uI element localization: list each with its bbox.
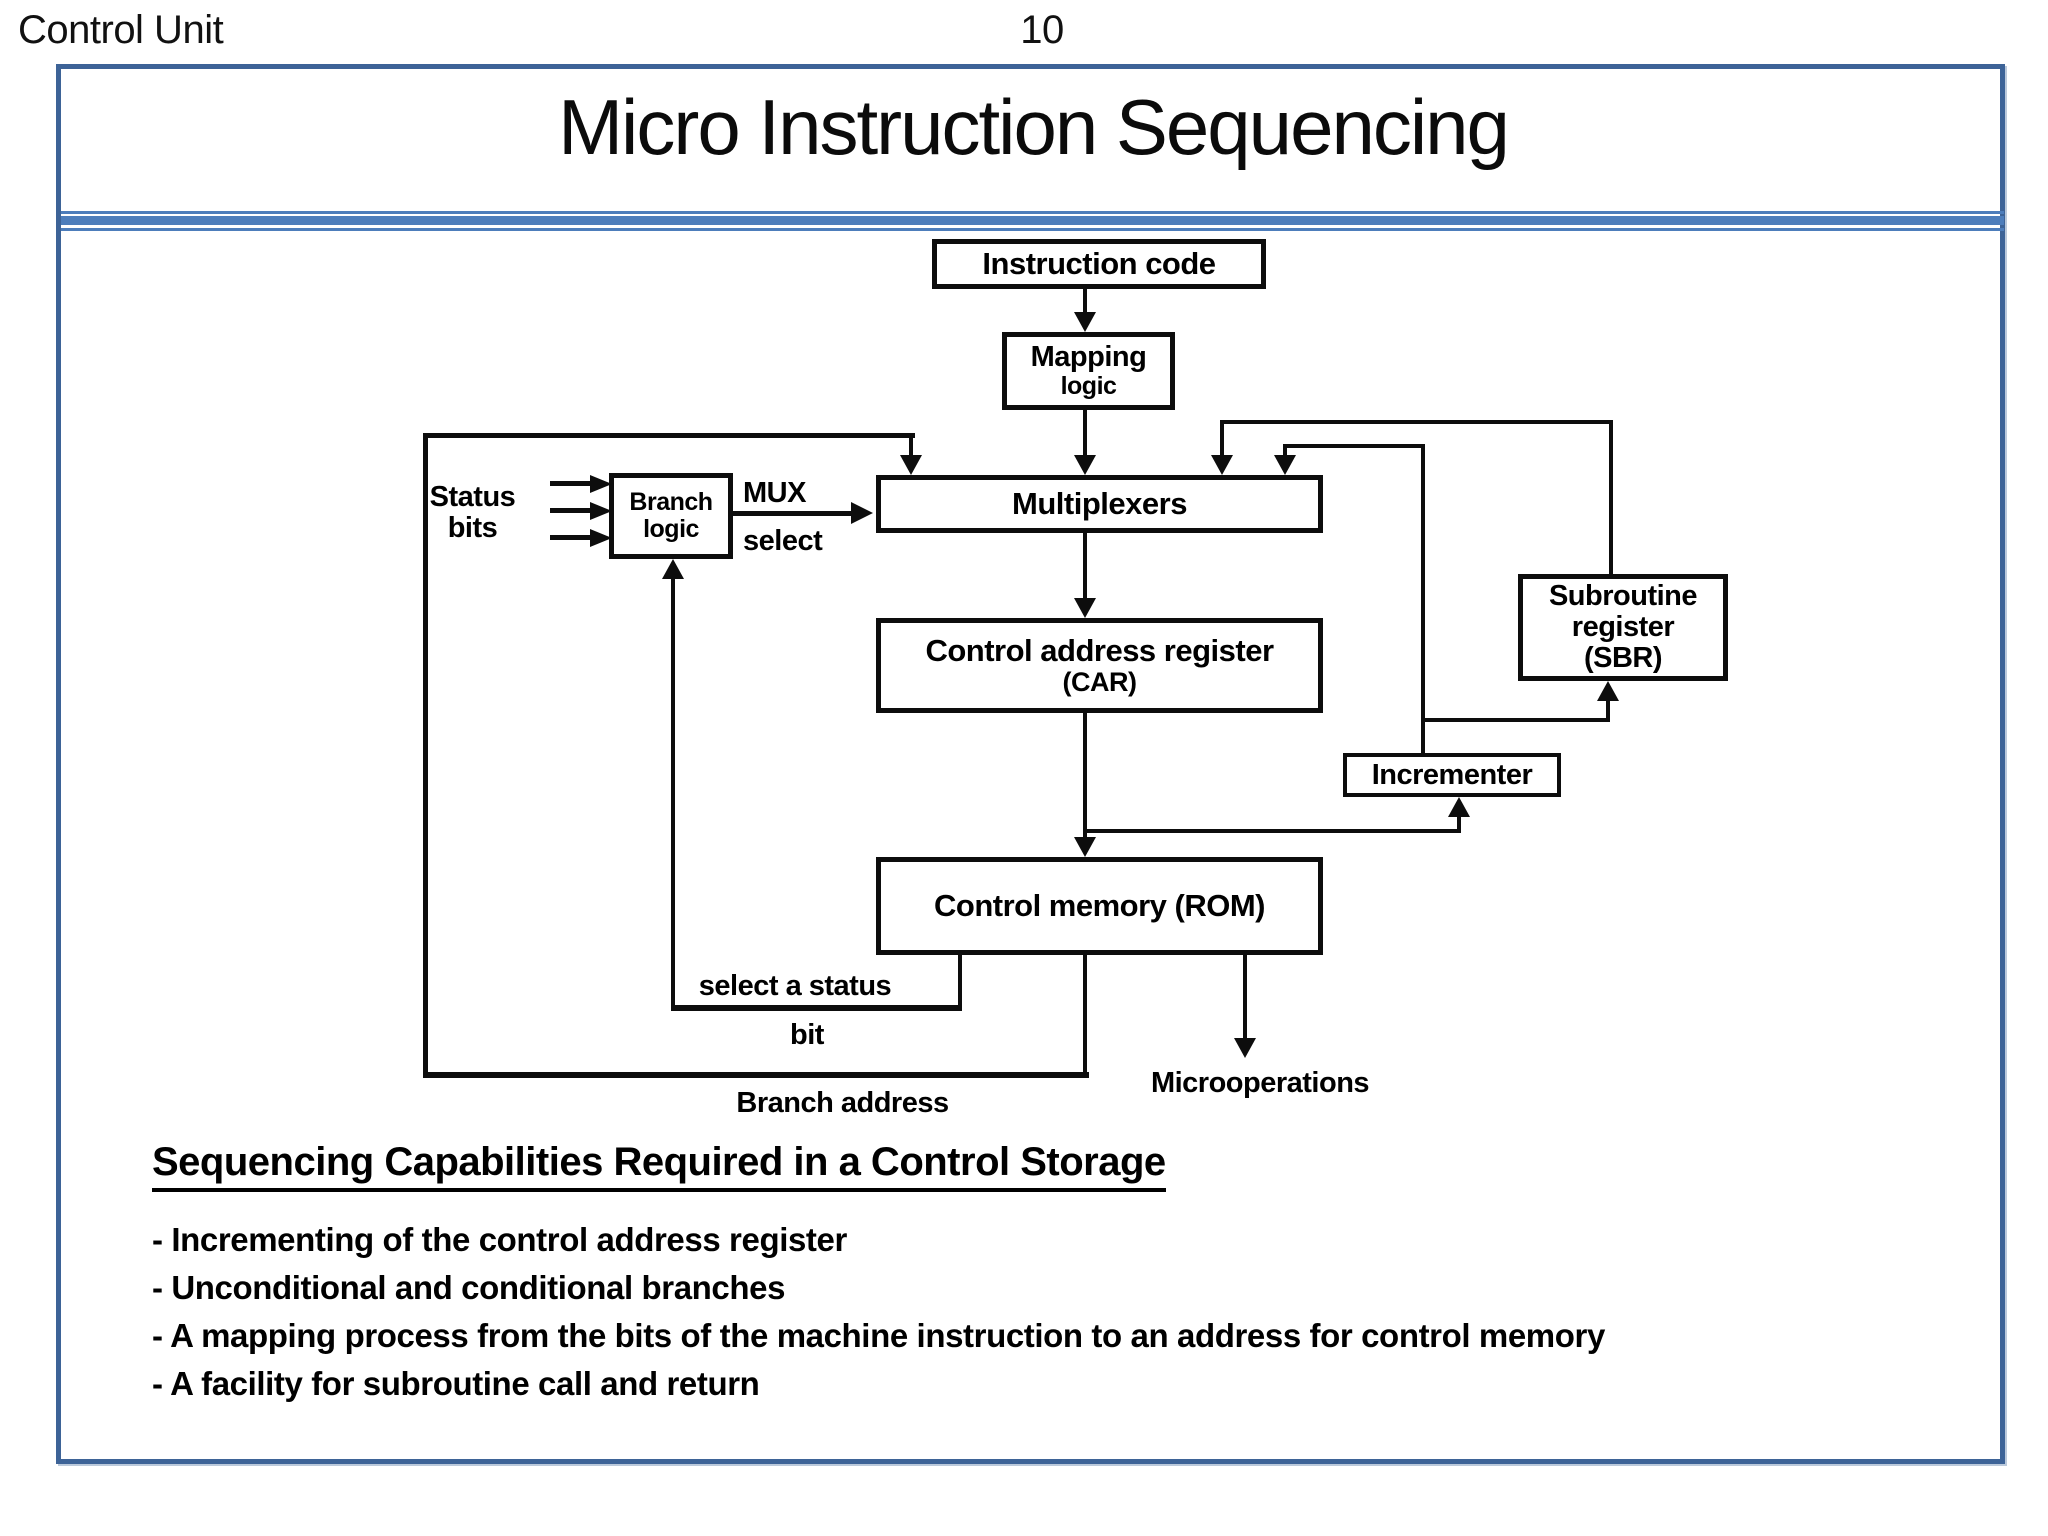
instruction-code-box: Instruction code <box>932 239 1266 289</box>
separator-thin-bottom <box>61 228 2004 231</box>
mapping-to-multiplexers-arrowhead <box>1074 455 1096 475</box>
branch-logic-box: Branch logic <box>609 473 733 559</box>
separator-thick <box>61 216 2004 225</box>
incrementer-box: Incrementer <box>1343 753 1561 797</box>
notes-heading-text: Sequencing Capabilities Required in a Co… <box>152 1140 1166 1192</box>
mapping-logic-label-line1: Mapping <box>1030 341 1147 373</box>
incrementer-label: Incrementer <box>1371 758 1533 791</box>
status-bits-label: Status bits <box>410 482 535 544</box>
car-to-rom-line <box>1083 713 1087 839</box>
select-label: select <box>743 525 823 557</box>
branch-address-label: Branch address <box>736 1087 949 1119</box>
sbr-label-line2: register <box>1571 611 1675 643</box>
car-label-line1: Control address register <box>925 633 1274 668</box>
instruction-code-label: Instruction code <box>982 246 1216 281</box>
select-status-to-branch-logic-vline <box>671 577 675 1009</box>
status-bit-arrowhead-3 <box>590 529 612 547</box>
separator-thin-top <box>61 211 2004 214</box>
subroutine-register-box: Subroutine register (SBR) <box>1518 574 1728 681</box>
car-label-line2: (CAR) <box>1062 667 1137 697</box>
car-to-incrementer-hline <box>1083 829 1461 833</box>
status-bit-arrowhead-1 <box>590 475 612 493</box>
microoperations-line <box>1243 955 1247 1040</box>
control-address-register-box: Control address register (CAR) <box>876 618 1323 713</box>
mapping-to-multiplexers-line <box>1083 408 1087 457</box>
microoperations-label: Microoperations <box>1150 1067 1370 1099</box>
notes-bullets: - Incrementing of the control address re… <box>152 1216 1605 1408</box>
branch-logic-label-line1: Branch <box>629 488 713 516</box>
multiplexers-label: Multiplexers <box>1012 486 1187 521</box>
mapping-logic-box: Mapping logic <box>1002 332 1175 410</box>
page-number: 10 <box>1020 8 1064 52</box>
mapping-logic-label-line2: logic <box>1060 372 1117 400</box>
bullet-subroutine: - A facility for subroutine call and ret… <box>152 1365 760 1402</box>
branch-logic-label-line2: logic <box>643 515 699 543</box>
sbr-label-line3: (SBR) <box>1583 642 1663 674</box>
rom-to-select-status-vline <box>958 955 962 1009</box>
incrementer-to-sbr-hline <box>1421 718 1610 722</box>
incrementer-to-multiplexers-stub <box>1283 446 1287 457</box>
select-status-label-line2: bit <box>790 1019 824 1051</box>
sbr-to-multiplexers-arrowhead <box>1211 455 1233 475</box>
mux-label: MUX <box>743 477 806 509</box>
select-status-label-line1: select a status <box>698 970 892 1002</box>
bullet-mapping: - A mapping process from the bits of the… <box>152 1317 1605 1354</box>
bullet-incrementing: - Incrementing of the control address re… <box>152 1221 847 1258</box>
sbr-output-vline <box>1609 424 1613 574</box>
rom-to-branch-address-vline <box>1083 955 1087 1072</box>
status-bits-label-line1: Status <box>429 481 516 513</box>
control-memory-box: Control memory (ROM) <box>876 857 1323 955</box>
sbr-label-line1: Subroutine <box>1548 580 1698 612</box>
bullet-branches: - Unconditional and conditional branches <box>152 1269 786 1306</box>
microoperations-arrowhead <box>1234 1038 1256 1058</box>
branch-address-left-vline <box>423 433 428 1078</box>
branch-address-to-multiplexers-stub <box>909 436 913 457</box>
multiplexers-to-car-line <box>1083 533 1087 600</box>
sbr-input-arrowhead <box>1597 681 1619 701</box>
slide-title: Micro Instruction Sequencing <box>558 83 1510 171</box>
incrementer-output-vline <box>1421 446 1425 753</box>
incrementer-input-arrowhead <box>1448 797 1470 817</box>
multiplexers-to-car-arrowhead <box>1074 598 1096 618</box>
notes-heading: Sequencing Capabilities Required in a Co… <box>152 1140 1166 1192</box>
status-bit-arrowhead-2 <box>590 502 612 520</box>
branch-logic-input-arrowhead <box>662 559 684 579</box>
multiplexers-box: Multiplexers <box>876 475 1323 533</box>
status-bit-line-2 <box>550 508 592 513</box>
slide-frame <box>56 64 2005 1464</box>
sbr-to-multiplexers-hline <box>1220 420 1613 424</box>
branch-address-to-multiplexers-arrowhead <box>900 455 922 475</box>
status-bit-line-1 <box>550 481 592 486</box>
incrementer-to-multiplexers-arrowhead <box>1274 455 1296 475</box>
branch-address-hline <box>423 1072 1089 1078</box>
header-left-label: Control Unit <box>18 8 224 52</box>
sbr-to-multiplexers-stub <box>1220 422 1224 457</box>
status-bit-line-3 <box>550 535 592 540</box>
car-to-incrementer-vline <box>1457 813 1461 833</box>
status-bits-label-line2: bits <box>447 512 498 544</box>
instruction-to-mapping-line <box>1083 288 1087 316</box>
mux-select-line <box>733 511 853 516</box>
mux-select-arrowhead <box>851 502 873 524</box>
select-status-hline <box>671 1005 962 1011</box>
car-to-rom-arrowhead <box>1074 837 1096 857</box>
incrementer-to-sbr-vline <box>1606 699 1610 722</box>
control-memory-label: Control memory (ROM) <box>934 888 1266 923</box>
instruction-to-mapping-arrowhead <box>1074 312 1096 332</box>
branch-address-top-hline <box>423 433 915 438</box>
incrementer-to-multiplexers-hline <box>1283 444 1425 448</box>
